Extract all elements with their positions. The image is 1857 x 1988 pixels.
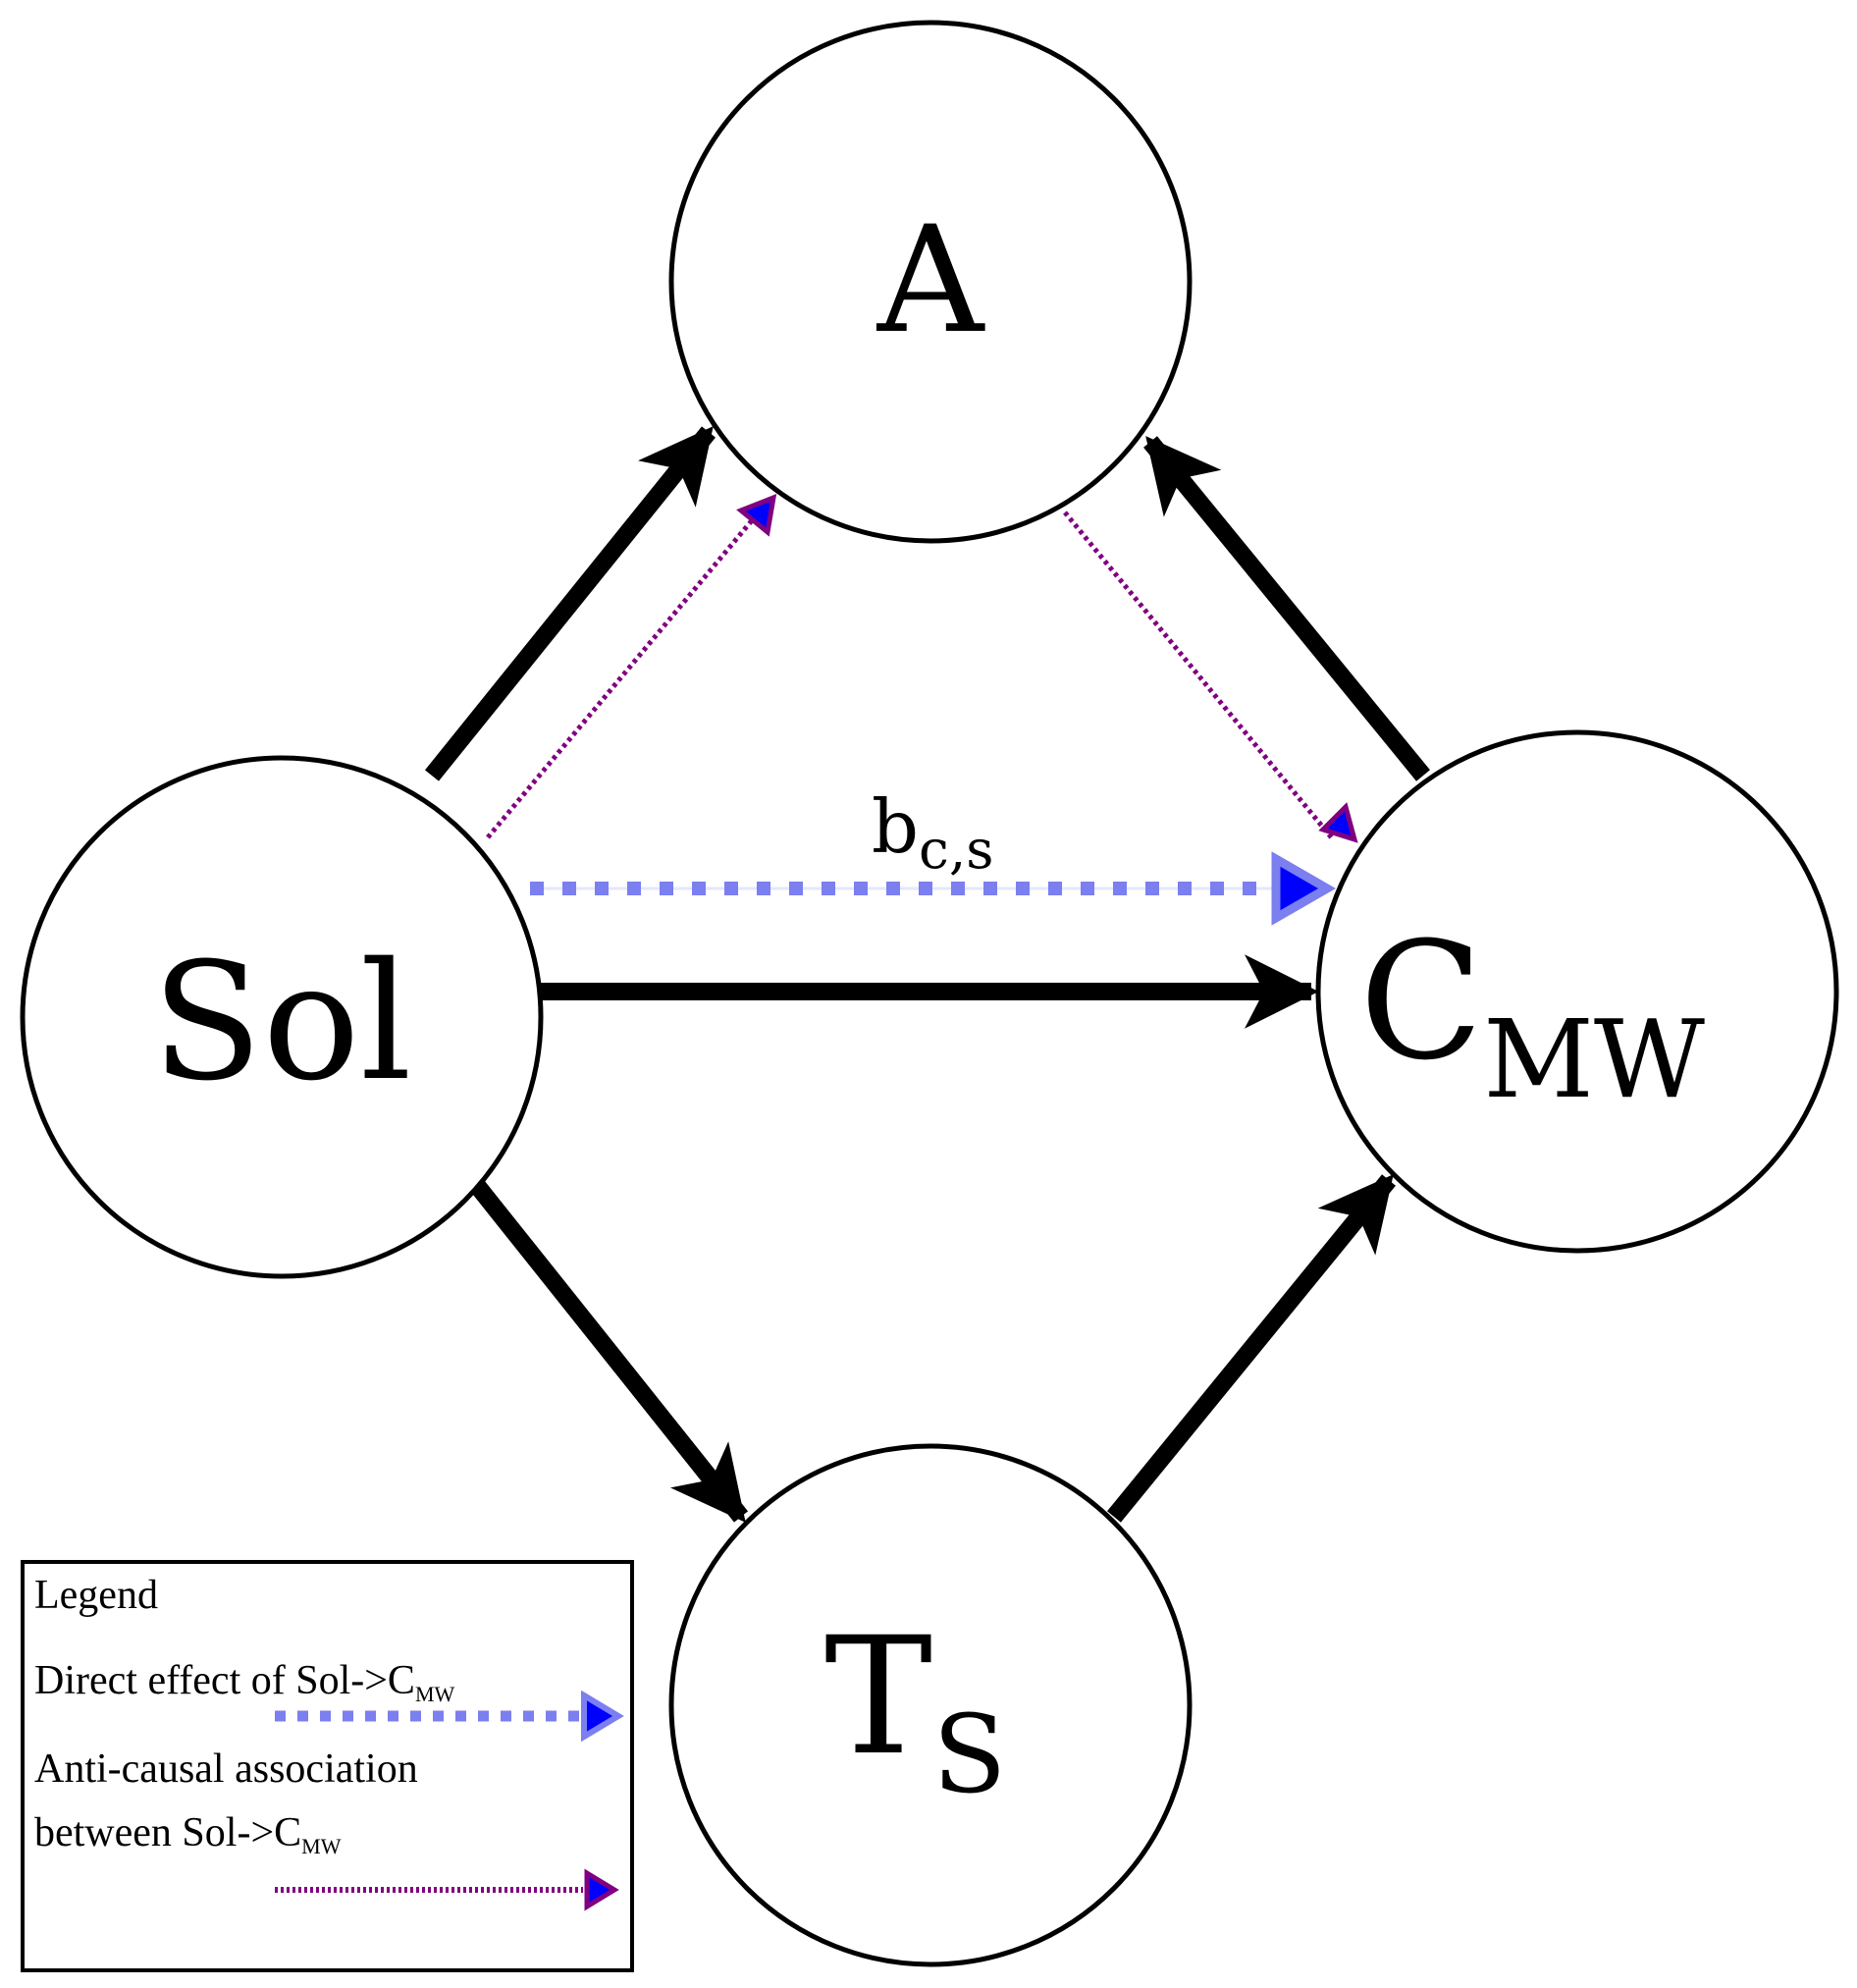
node-cmw[interactable]: CMW [1315,729,1839,1254]
edge-sol-to-a [424,426,716,781]
node-ts[interactable]: TS [668,1443,1193,1967]
edge-ts-to-cmw [1107,1174,1396,1523]
node-ts-label: TS [824,1602,1006,1817]
node-sol[interactable]: Sol [20,755,544,1279]
legend-anti-causal-swatch [275,1868,619,1911]
node-sol-label: Sol [151,928,411,1116]
anti-causal-arrow-a-cmw [1063,510,1358,843]
direct-effect-arrow [530,851,1337,926]
edge-sol-to-ts [463,1172,749,1523]
legend-item-direct-effect: Direct effect of Sol->CMW [34,1658,455,1706]
legend-item-anti-causal-line2: between Sol->CMW [34,1810,342,1858]
node-a-label: A [876,195,985,366]
legend-title: Legend [34,1573,158,1618]
legend: Legend Direct effect of Sol->CMW Anti-ca… [21,1560,634,1972]
anti-causal-arrow-sol-a [486,494,777,839]
node-a[interactable]: A [668,20,1193,544]
node-cmw-label: CMW [1359,907,1705,1122]
legend-direct-effect-swatch [275,1690,624,1743]
edge-cmw-to-a [1143,436,1430,781]
legend-item-anti-causal-line1: Anti-causal association [34,1746,418,1792]
edge-label-bcs: bc,s [872,783,994,881]
